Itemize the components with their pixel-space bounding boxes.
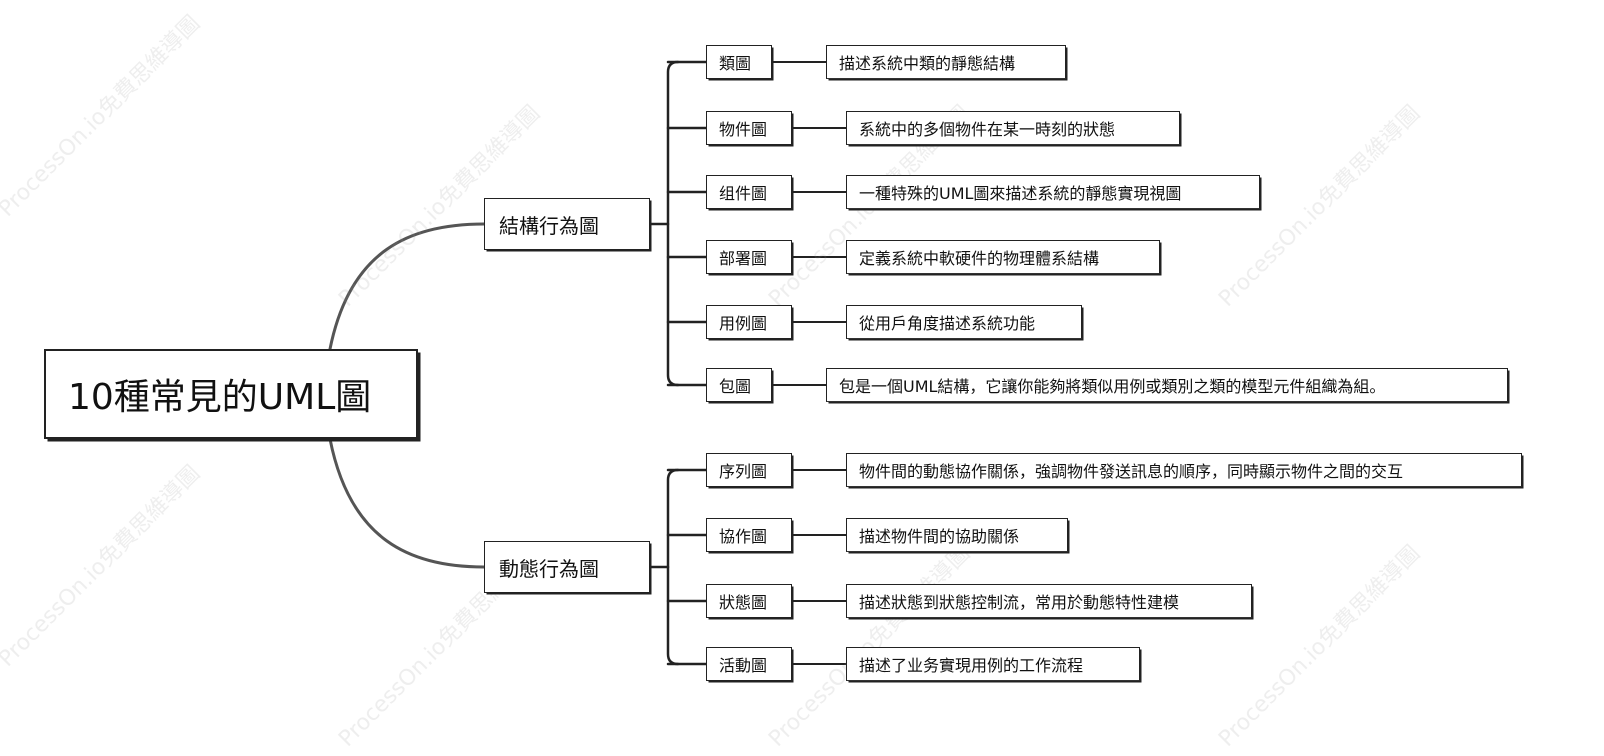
structural-trunk-connector: [666, 60, 680, 387]
desc-component-diagram[interactable]: 一種特殊的UML圖來描述系統的靜態實現視圖: [846, 175, 1260, 209]
branch-label: 結構行為圖: [499, 213, 599, 238]
desc-text: 系統中的多個物件在某一時刻的狀態: [859, 120, 1116, 139]
leaf-use-case-diagram[interactable]: 用例圖: [706, 305, 792, 339]
leaf-collaboration-diagram[interactable]: 協作圖: [706, 518, 792, 552]
root-topic[interactable]: 10種常見的UML圖: [44, 349, 418, 439]
leaf-object-diagram[interactable]: 物件圖: [706, 111, 792, 145]
branch-label: 動態行為圖: [499, 556, 599, 581]
desc-text: 描述了业务實現用例的工作流程: [859, 656, 1084, 675]
leaf-label: 狀態圖: [719, 593, 768, 612]
root-to-structural-connector: [328, 222, 486, 351]
desc-activity-diagram[interactable]: 描述了业务實現用例的工作流程: [846, 647, 1140, 681]
leaf-label: 物件圖: [719, 120, 768, 139]
branch-structural-diagrams[interactable]: 結構行為圖: [484, 198, 650, 250]
desc-use-case-diagram[interactable]: 從用戶角度描述系統功能: [846, 305, 1082, 339]
desc-text: 描述狀態到狀態控制流，常用於動態特性建模: [859, 593, 1180, 612]
desc-state-diagram[interactable]: 描述狀態到狀態控制流，常用於動態特性建模: [846, 584, 1252, 618]
leaf-label: 部署圖: [719, 249, 768, 268]
branch-behavioral-diagrams[interactable]: 動態行為圖: [484, 541, 650, 593]
desc-text: 定義系統中軟硬件的物理體系結構: [859, 249, 1100, 268]
desc-text: 描述物件間的協助關係: [859, 527, 1020, 546]
leaf-class-diagram[interactable]: 類圖: [706, 45, 772, 79]
desc-package-diagram[interactable]: 包是一個UML結構，它讓你能夠將類似用例或類別之類的模型元件組織為組。: [826, 368, 1508, 402]
behavioral-trunk-connector: [666, 468, 680, 666]
leaf-label: 序列圖: [719, 462, 768, 481]
desc-text: 物件間的動態協作關係，強調物件發送訊息的順序，同時顯示物件之間的交互: [859, 462, 1404, 481]
root-to-behavioral-connector: [328, 437, 486, 569]
leaf-label: 用例圖: [719, 314, 768, 333]
desc-object-diagram[interactable]: 系統中的多個物件在某一時刻的狀態: [846, 111, 1180, 145]
leaf-label: 组件圖: [719, 184, 768, 203]
desc-text: 從用戶角度描述系統功能: [859, 314, 1036, 333]
desc-text: 一種特殊的UML圖來描述系統的靜態實現視圖: [859, 184, 1182, 203]
leaf-state-diagram[interactable]: 狀態圖: [706, 584, 792, 618]
leaf-label: 包圖: [719, 377, 752, 396]
leaf-label: 協作圖: [719, 527, 768, 546]
leaf-deployment-diagram[interactable]: 部署圖: [706, 240, 792, 274]
leaf-package-diagram[interactable]: 包圖: [706, 368, 772, 402]
root-topic-label: 10種常見的UML圖: [68, 377, 372, 418]
desc-collaboration-diagram[interactable]: 描述物件間的協助關係: [846, 518, 1068, 552]
desc-text: 描述系統中類的靜態結構: [839, 54, 1016, 73]
desc-text: 包是一個UML結構，它讓你能夠將類似用例或類別之類的模型元件組織為組。: [839, 377, 1386, 396]
leaf-label: 類圖: [719, 54, 752, 73]
desc-class-diagram[interactable]: 描述系統中類的靜態結構: [826, 45, 1066, 79]
leaf-sequence-diagram[interactable]: 序列圖: [706, 453, 792, 487]
desc-sequence-diagram[interactable]: 物件間的動態協作關係，強調物件發送訊息的順序，同時顯示物件之間的交互: [846, 453, 1522, 487]
leaf-label: 活動圖: [719, 656, 768, 675]
leaf-activity-diagram[interactable]: 活動圖: [706, 647, 792, 681]
desc-deployment-diagram[interactable]: 定義系統中軟硬件的物理體系結構: [846, 240, 1160, 274]
leaf-component-diagram[interactable]: 组件圖: [706, 175, 792, 209]
